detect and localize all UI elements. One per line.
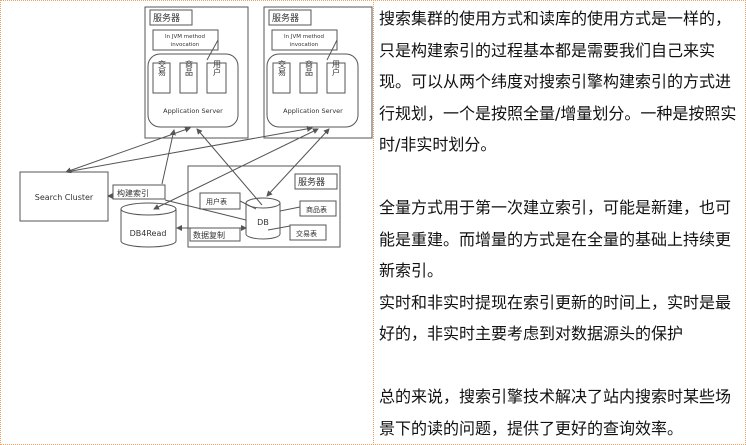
architecture-diagram: 服务器 服务器 服务器 In JVM method invocation In …: [0, 0, 373, 260]
jvm-label: In JVM method: [165, 34, 205, 40]
module-user: 用户: [332, 60, 341, 77]
user-table-label: 用户表: [206, 197, 227, 206]
product-table-label: 商品表: [306, 205, 327, 214]
build-index-label: 构建索引: [117, 188, 149, 198]
paragraph-4: 总的来说，搜索引擎技术解决了站内搜索时某些场景下的读的问题，提供了更好的查询效率…: [379, 387, 732, 438]
db4read-label: DB4Read: [130, 229, 167, 238]
db-label: DB: [257, 218, 269, 227]
server-label-1: 服务器: [153, 12, 180, 24]
search-cluster-label: Search Cluster: [35, 193, 94, 202]
server-label-3: 服务器: [298, 176, 325, 188]
server-label-2: 服务器: [272, 12, 299, 24]
module-product: 商品: [305, 59, 314, 77]
cell-divider: [373, 0, 374, 445]
paragraph-3: 实时和非实时提现在索引更新的时间上，实时是最好的，非实时主要考虑到对数据源头的保…: [379, 292, 732, 344]
module-product: 商品: [185, 59, 194, 77]
app-server-1: [147, 53, 239, 128]
app-server-label: Application Server: [283, 107, 343, 115]
paragraph-2: 全量方式用于第一次建立索引，可能是新建，也可能是重建。而增量的方式是在全量的基础…: [379, 198, 732, 280]
jvm-label: In JVM method: [284, 34, 324, 40]
module-trade: 交易: [158, 59, 167, 77]
trade-table-label: 交易表: [296, 229, 317, 238]
jvm-label: invocation: [171, 42, 200, 48]
app-server-label: Application Server: [163, 107, 223, 115]
data-replication-label: 数据复制: [193, 230, 225, 240]
text-content: 搜索集群的使用方式和读库的使用方式是一样的，只是构建索引的过程基本都是需要我们自…: [379, 3, 743, 444]
paragraph-1: 搜索集群的使用方式和读库的使用方式是一样的，只是构建索引的过程基本都是需要我们自…: [379, 9, 737, 154]
module-trade: 交易: [278, 59, 287, 77]
module-user: 用户: [213, 60, 222, 77]
jvm-label: invocation: [290, 42, 319, 48]
